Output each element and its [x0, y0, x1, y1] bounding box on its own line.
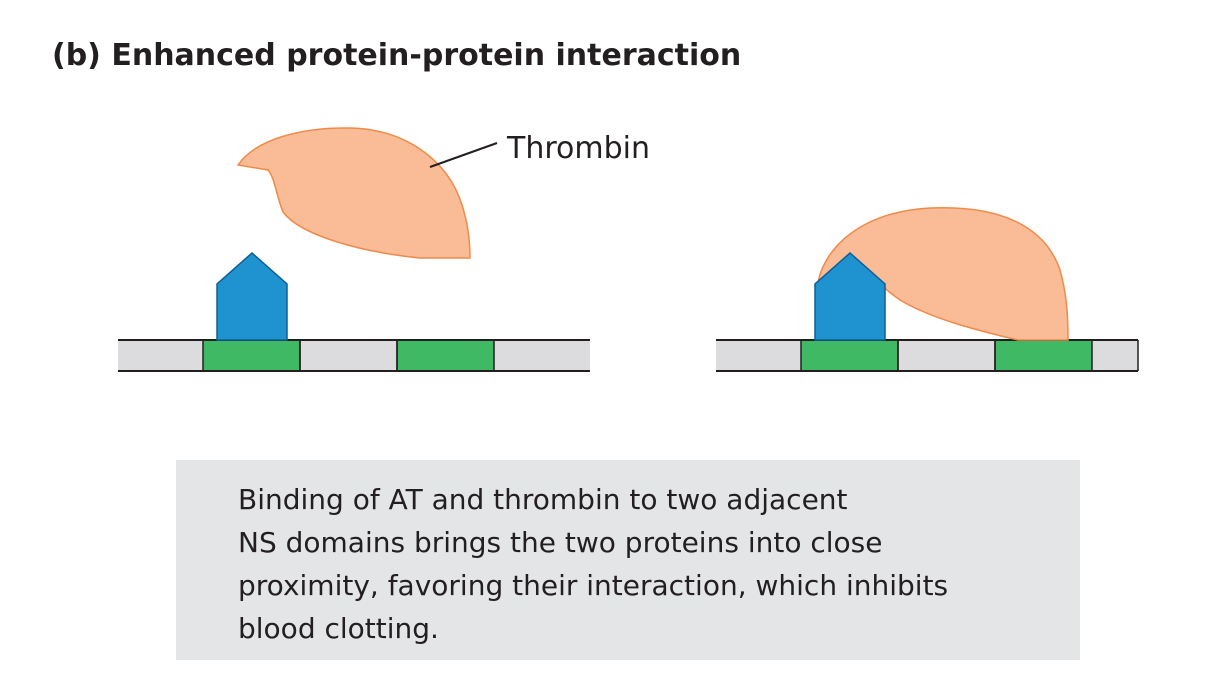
left-panel: Thrombin	[118, 127, 650, 372]
strand-background	[118, 340, 590, 371]
ns-domain	[202, 339, 301, 372]
ns-domain	[994, 339, 1093, 372]
heparin-strand-right	[716, 339, 1139, 372]
heparin-strand-left	[118, 339, 590, 372]
caption-text: Binding of AT and thrombin to two adjace…	[238, 478, 1058, 650]
caption-line: NS domains brings the two proteins into …	[238, 526, 883, 559]
thrombin-shape	[236, 127, 471, 259]
right-panel	[716, 206, 1139, 372]
figure-title: (b) Enhanced protein-protein interaction	[52, 38, 742, 73]
caption-box: Binding of AT and thrombin to two adjace…	[176, 460, 1080, 660]
ns-domain	[800, 339, 899, 372]
thrombin-leader-line	[429, 142, 498, 168]
diagram: Thrombin	[118, 127, 1139, 372]
antithrombin-shape-bound	[814, 251, 886, 341]
caption-line: proximity, favoring their interaction, w…	[238, 569, 949, 602]
ns-domain	[396, 339, 495, 372]
antithrombin-shape	[216, 251, 288, 341]
caption-line: blood clotting.	[238, 612, 439, 645]
caption-line: Binding of AT and thrombin to two adjace…	[238, 483, 848, 516]
thrombin-label: Thrombin	[506, 131, 650, 166]
